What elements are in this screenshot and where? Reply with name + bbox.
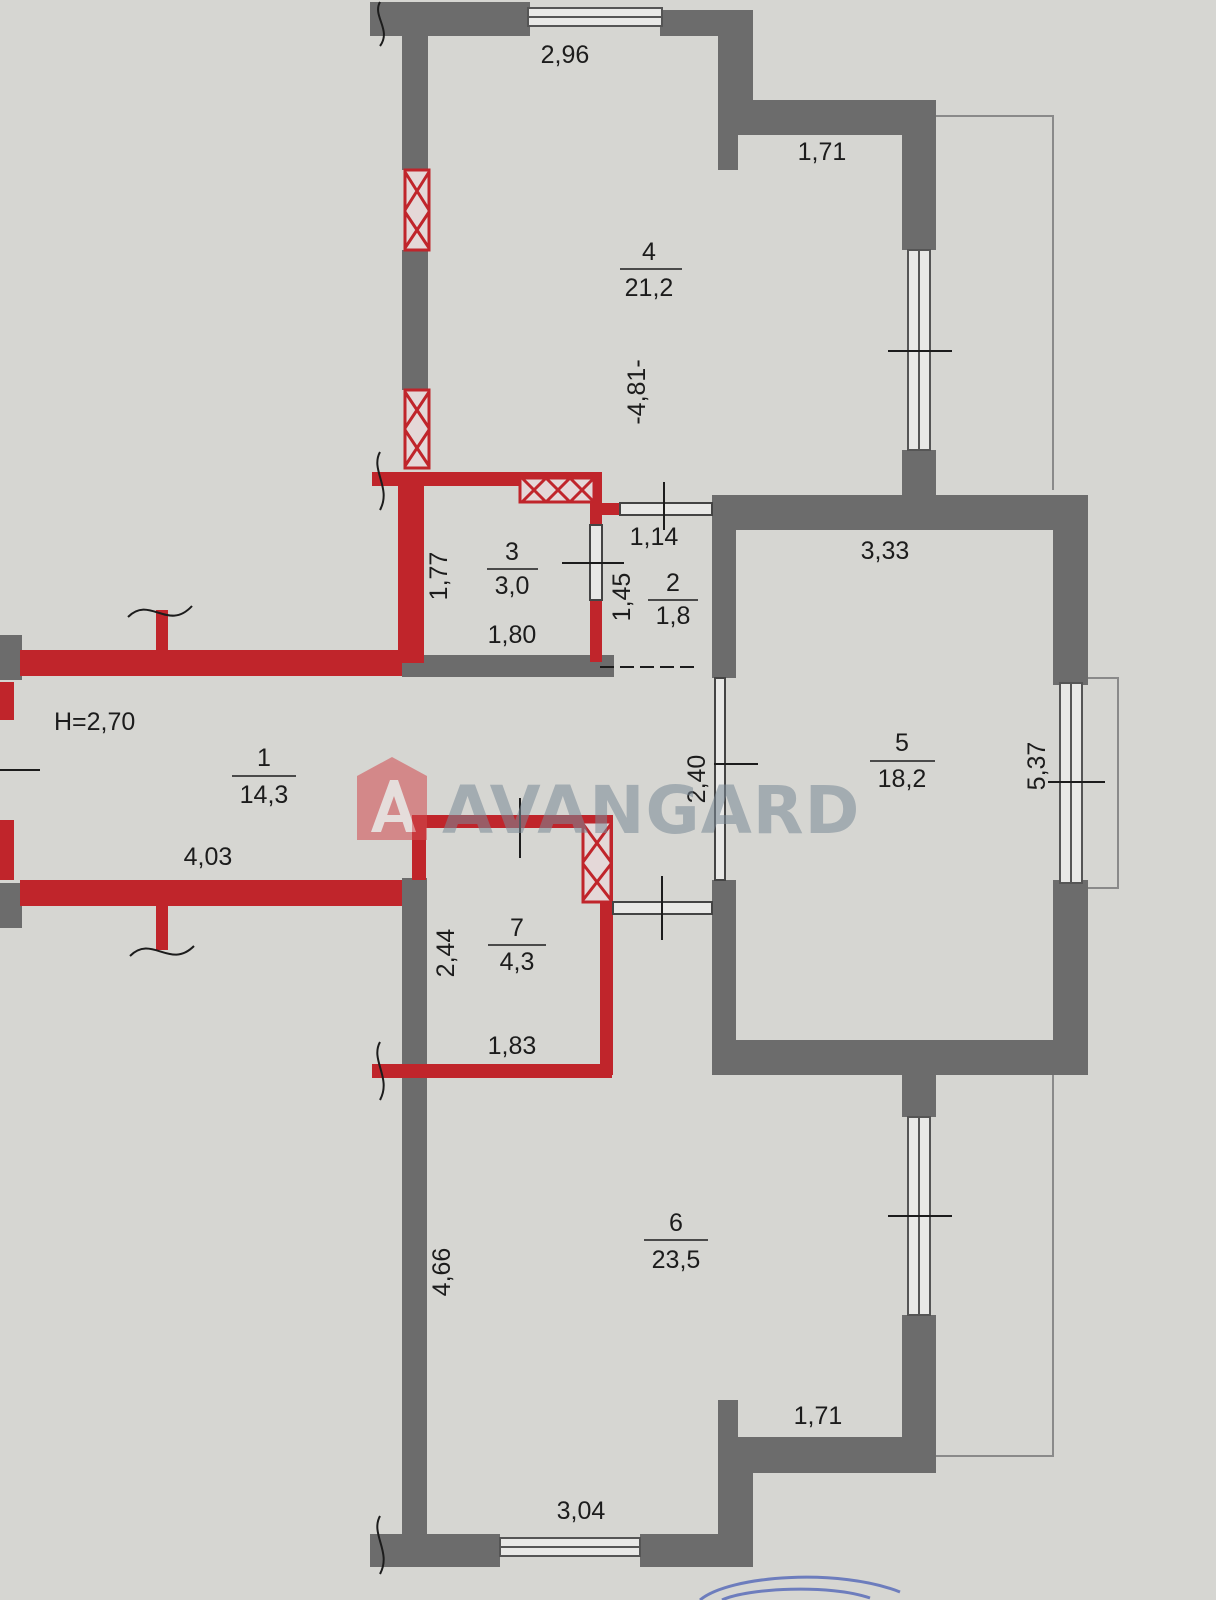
room-6-number: 6 xyxy=(669,1209,683,1237)
break-mark xyxy=(376,451,385,511)
partition xyxy=(372,1064,612,1078)
wall xyxy=(370,1534,500,1567)
room-4-area: 21,2 xyxy=(625,274,674,302)
partition xyxy=(20,880,402,906)
dimension-label: 1,45 xyxy=(608,573,636,622)
break-mark xyxy=(129,945,195,957)
wall xyxy=(402,655,614,677)
dimension-label: 1,14 xyxy=(630,523,679,551)
break-mark xyxy=(127,605,193,618)
break-mark xyxy=(376,1041,385,1101)
watermark: AVANGARD xyxy=(357,757,860,849)
partition xyxy=(156,904,168,950)
break-mark xyxy=(376,1515,385,1575)
dimension-label: 1,77 xyxy=(425,552,453,601)
wall xyxy=(0,883,22,928)
wall xyxy=(718,100,936,135)
dimension-label: 1,71 xyxy=(794,1402,843,1430)
dimension-label: 1,80 xyxy=(488,621,537,649)
room-6-area: 23,5 xyxy=(652,1246,701,1274)
partition xyxy=(20,650,402,676)
wall xyxy=(402,878,427,1548)
break-mark xyxy=(377,1,385,47)
room-3-number: 3 xyxy=(505,538,519,566)
wall xyxy=(712,495,736,678)
partition xyxy=(0,682,14,720)
dimension-label: 2,40 xyxy=(683,755,711,804)
room-1-area: 14,3 xyxy=(240,781,289,809)
vent-cross xyxy=(581,823,613,901)
dimension-label: 2,44 xyxy=(432,929,460,978)
stamp-fragment xyxy=(699,1575,901,1600)
wall xyxy=(718,130,738,170)
vent-shaft xyxy=(581,820,613,904)
partition xyxy=(590,503,620,515)
partitions xyxy=(0,472,620,1078)
vent-shaft xyxy=(403,388,431,470)
room-7-number: 7 xyxy=(510,914,524,942)
stamp-arc xyxy=(699,1575,901,1600)
door xyxy=(619,502,713,516)
vent-cross xyxy=(520,476,596,504)
wall xyxy=(718,1437,936,1473)
wall xyxy=(712,495,1088,530)
room-4-number: 4 xyxy=(642,238,656,266)
room-5-area: 18,2 xyxy=(878,765,927,793)
vent-shaft xyxy=(403,168,431,252)
partition xyxy=(398,478,424,663)
door xyxy=(714,677,726,881)
room-1-number: 1 xyxy=(257,744,271,772)
stamp-arc xyxy=(721,1587,871,1600)
dimension-label: 2,96 xyxy=(541,41,590,69)
wall xyxy=(402,25,428,170)
existing-walls xyxy=(0,2,1088,1567)
partition xyxy=(412,815,612,828)
partition xyxy=(156,610,168,652)
dimension-label: 4,66 xyxy=(428,1248,456,1297)
dimension-label: 1,71 xyxy=(798,138,847,166)
dimension-label: -4,81- xyxy=(623,359,651,424)
wall xyxy=(902,100,936,250)
dimension-label: 3,33 xyxy=(861,537,910,565)
wall xyxy=(712,880,736,1075)
ventilation-shafts xyxy=(403,168,613,904)
dimension-label: 3,04 xyxy=(557,1497,606,1525)
dimension-label: 4,03 xyxy=(184,843,233,871)
wall xyxy=(402,250,428,390)
room-2-area: 1,8 xyxy=(656,602,691,630)
dimension-label: 1,83 xyxy=(488,1032,537,1060)
dimension-labels: H=2,70 2,96 1,71 -4,81- 1,77 1,80 1,14 1… xyxy=(54,41,1051,1525)
vent-cross xyxy=(403,391,431,467)
room-fraction-lines xyxy=(232,268,935,1241)
wall xyxy=(0,635,22,680)
room-5-number: 5 xyxy=(895,729,909,757)
room-7-area: 4,3 xyxy=(500,948,535,976)
vent-cross xyxy=(403,171,431,249)
balcony-top xyxy=(935,115,1054,490)
wall xyxy=(1053,495,1088,685)
wall xyxy=(370,2,530,36)
logo-letter-icon xyxy=(371,780,416,832)
wall xyxy=(712,1040,1088,1075)
room-3-area: 3,0 xyxy=(495,572,530,600)
wall xyxy=(718,1400,738,1437)
wall xyxy=(902,450,936,500)
dimension-label: 5,37 xyxy=(1023,742,1051,791)
room-labels: 4 21,2 3 3,0 2 1,8 1 14,3 5 18,2 7 4,3 6… xyxy=(240,238,927,1274)
watermark-text: AVANGARD xyxy=(442,772,860,849)
balcony-right xyxy=(1085,677,1119,889)
partition xyxy=(0,820,14,880)
wall xyxy=(902,1045,936,1117)
markers xyxy=(0,1,1105,1575)
room-2-number: 2 xyxy=(666,569,680,597)
ceiling-height: H=2,70 xyxy=(54,708,135,736)
wall xyxy=(640,1534,753,1567)
